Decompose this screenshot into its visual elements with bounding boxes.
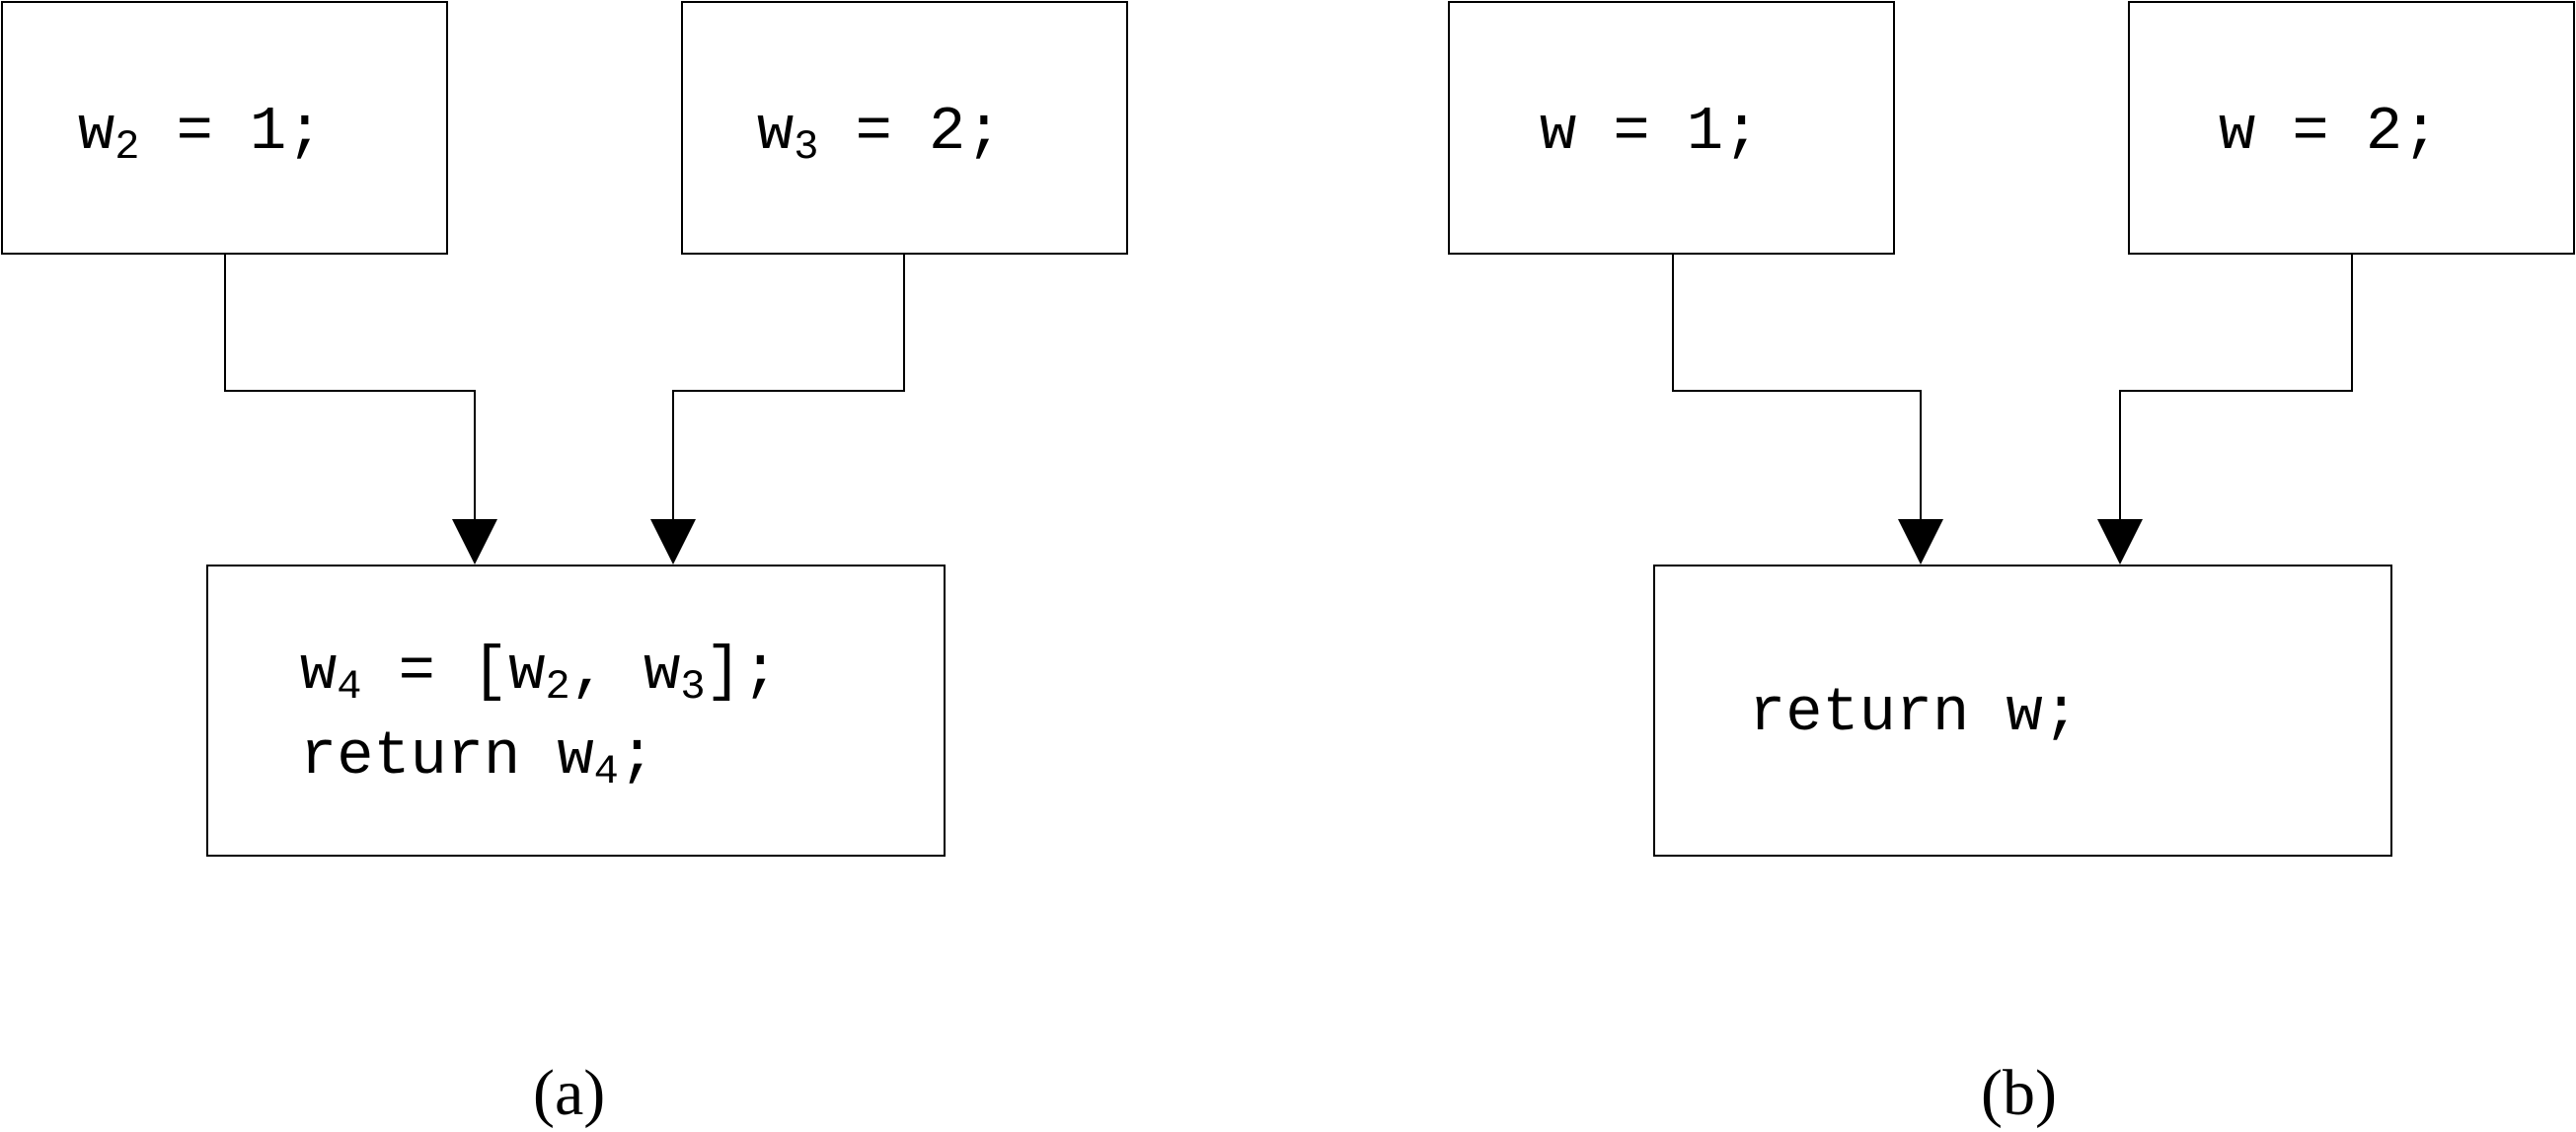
panel-b-box-w2: w = 2;	[2128, 1, 2575, 255]
subscript: 3	[794, 123, 819, 171]
subscript: 2	[114, 123, 140, 171]
var-name: w	[78, 97, 115, 167]
subscript: 4	[593, 748, 619, 795]
panel-b-code-w2: w = 2;	[2219, 97, 2440, 167]
panel-a-code-w2: w2 = 1;	[78, 102, 323, 169]
edge-b-left	[1672, 255, 1922, 521]
phi-open: = [w	[361, 637, 546, 707]
panel-a-box-w2: w2 = 1;	[1, 1, 448, 255]
var-name: w	[300, 637, 338, 707]
assignment: = 1;	[139, 97, 324, 167]
arrow-a-right	[650, 519, 696, 565]
subscript: 3	[680, 663, 706, 711]
caption-b: (b)	[1981, 1057, 2057, 1129]
panel-b-box-merge: return w;	[1653, 565, 2392, 857]
edge-a-left	[224, 255, 476, 521]
assignment: = 2;	[818, 97, 1003, 167]
panel-a-code-return: return w4;	[300, 726, 655, 793]
arrow-a-left	[452, 519, 497, 565]
phi-sep: , w	[569, 637, 681, 707]
subscript: 4	[337, 663, 362, 711]
panel-b-code-return: return w;	[1749, 678, 2080, 748]
panel-b-code-w1: w = 1;	[1540, 97, 1761, 167]
return-keyword: return w	[300, 721, 594, 792]
panel-a-code-phi: w4 = [w2, w3];	[300, 641, 779, 709]
semicolon: ;	[618, 721, 656, 792]
caption-a: (a)	[533, 1057, 606, 1129]
panel-a-box-merge: w4 = [w2, w3]; return w4;	[206, 565, 946, 857]
arrow-b-left	[1898, 519, 1943, 565]
phi-close: ];	[705, 637, 779, 707]
edge-a-right	[672, 255, 905, 521]
subscript: 2	[545, 663, 570, 711]
panel-a-box-w3: w3 = 2;	[681, 1, 1128, 255]
var-name: w	[757, 97, 795, 167]
panel-b-box-w1: w = 1;	[1448, 1, 1895, 255]
arrow-b-right	[2097, 519, 2143, 565]
panel-a-code-w3: w3 = 2;	[757, 102, 1002, 169]
edge-b-right	[2119, 255, 2353, 521]
